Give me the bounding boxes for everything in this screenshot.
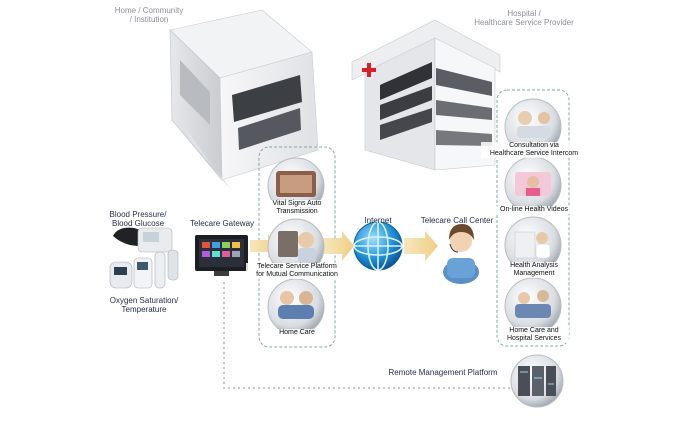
globe-icon bbox=[353, 221, 403, 271]
home-care-bubble bbox=[267, 278, 325, 336]
oxygen-temperature-label: Oxygen Saturation/Temperature bbox=[109, 296, 179, 314]
health-analysis-bubble bbox=[504, 216, 562, 274]
hospital-label: Hospital /Healthcare Service Provider bbox=[474, 9, 574, 27]
remote-platform-label: Remote Management Platform bbox=[388, 368, 498, 377]
home-label: Home / Community/ Institution bbox=[114, 6, 184, 24]
home-care-caption: Home Care bbox=[274, 329, 320, 337]
server-rack-bubble bbox=[510, 354, 564, 408]
oxygen-thermometer-devices-icon bbox=[109, 249, 179, 289]
service-platform-bubble bbox=[267, 218, 325, 276]
call-center-label: Telecare Call Center bbox=[420, 216, 494, 225]
hospital-building bbox=[351, 19, 501, 171]
remote-connector-line bbox=[223, 282, 512, 389]
internet-label: Internet bbox=[364, 216, 392, 225]
consultation-bubble bbox=[504, 98, 562, 156]
bp-glucose-label: Blood Pressure/Blood Glucose bbox=[109, 210, 167, 228]
online-videos-bubble bbox=[504, 156, 562, 214]
gateway-label: Telecare Gateway bbox=[189, 219, 255, 228]
call-center-agent-icon bbox=[443, 224, 479, 284]
arrow-internet-to-callcenter bbox=[404, 231, 438, 261]
home-building bbox=[169, 9, 319, 190]
red-cross-icon bbox=[362, 63, 376, 77]
hospital-services-frame bbox=[496, 89, 570, 347]
gateway-tv-icon bbox=[195, 235, 248, 276]
arrow-platform-to-internet bbox=[323, 231, 354, 261]
online-videos-caption: On-line Health Videos bbox=[492, 206, 576, 214]
home-hospital-bubble bbox=[504, 277, 562, 335]
blood-pressure-monitor-icon bbox=[113, 227, 173, 253]
